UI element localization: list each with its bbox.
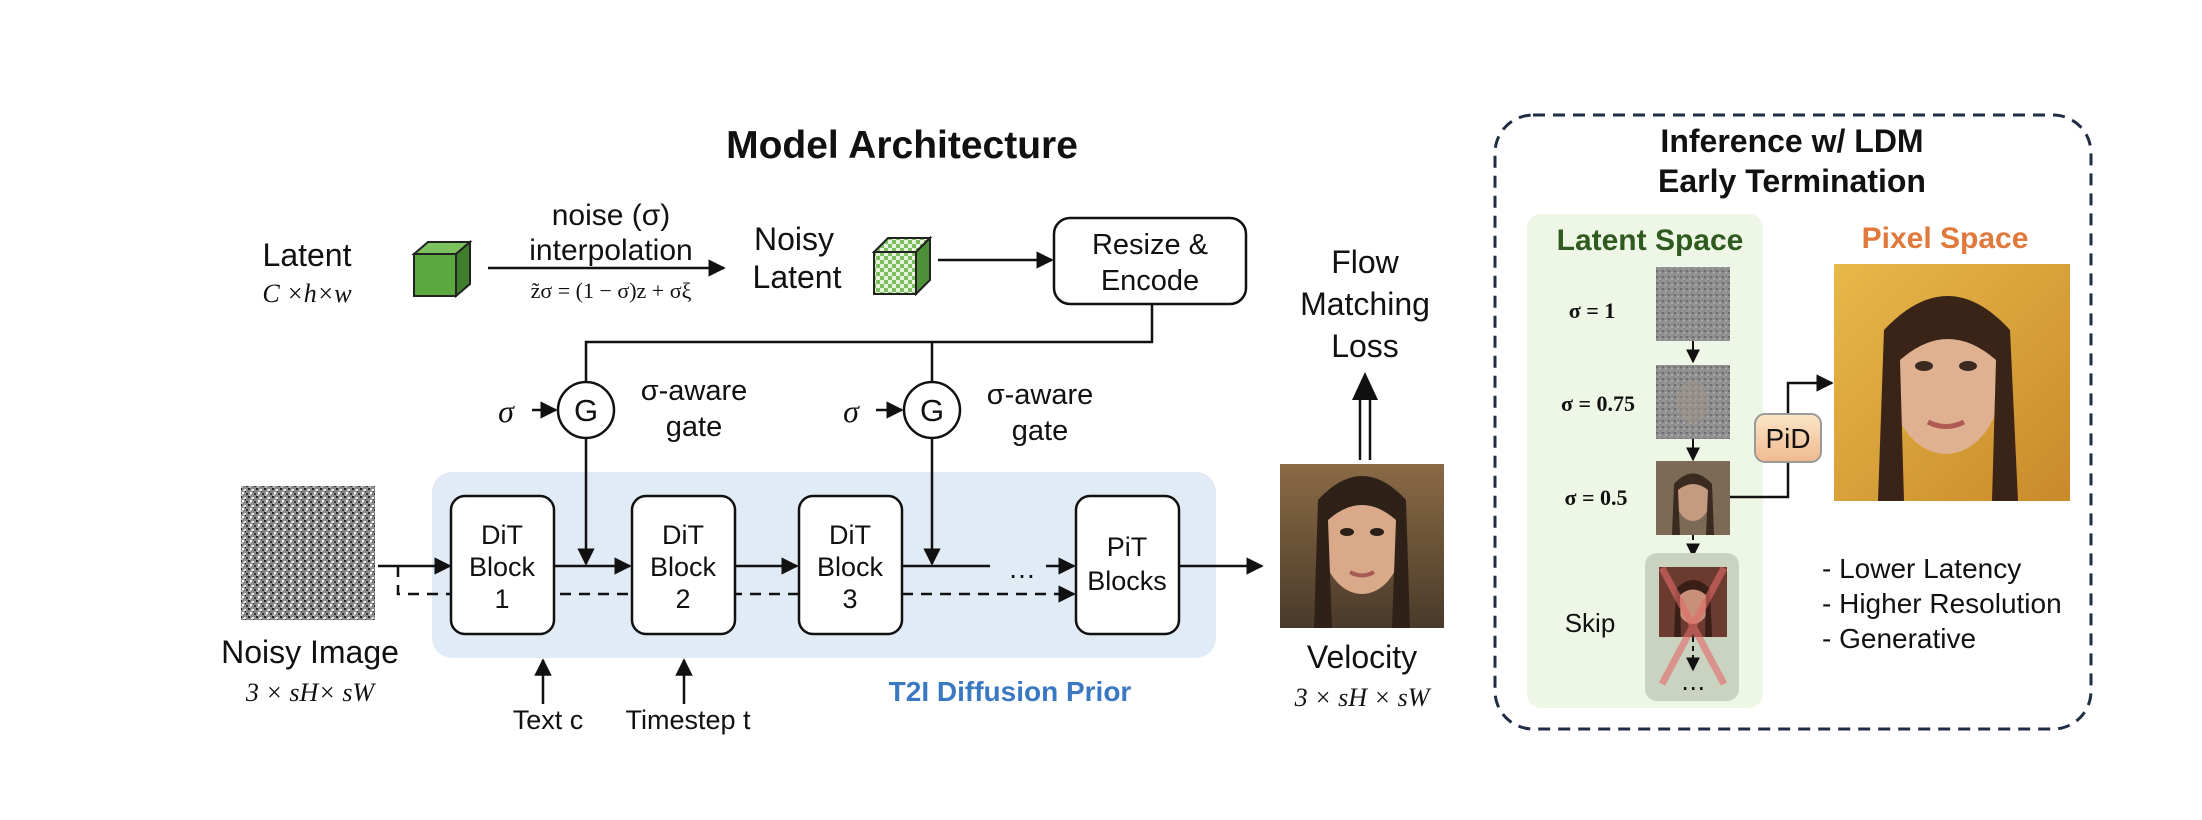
timestep-input-label: Timestep t	[625, 705, 751, 735]
skip-ellipsis: ⋯	[1681, 675, 1705, 702]
benefit-generative: - Generative	[1822, 623, 1976, 654]
noisy-latent-line1: Noisy	[754, 221, 834, 257]
latent-label: Latent	[263, 237, 352, 273]
svg-text:DiT: DiT	[662, 520, 704, 550]
latent-sigma-05-image	[1656, 461, 1730, 535]
svg-text:2: 2	[675, 584, 690, 614]
latent-sigma-1-image	[1656, 267, 1730, 341]
sigma-1-label: σ = 1	[1569, 298, 1616, 323]
flow-loss-line3: Loss	[1331, 328, 1399, 364]
noisy-latent-cube-icon	[871, 235, 933, 297]
gate1-label-line2: gate	[666, 411, 722, 443]
noise-label: noise (σ)	[552, 199, 671, 232]
gate2-symbol: G	[920, 393, 944, 428]
resize-encode-line1: Resize &	[1092, 229, 1208, 261]
noisy-image	[241, 486, 375, 620]
svg-text:Blocks: Blocks	[1087, 566, 1167, 596]
gate1-sigma: σ	[498, 393, 515, 429]
pid-box	[1754, 413, 1822, 463]
svg-text:Block: Block	[817, 552, 884, 582]
dit-block-1: DiT Block 1	[449, 494, 556, 636]
flow-loss-line2: Matching	[1300, 286, 1430, 322]
dit-block-2: DiT Block 2	[630, 494, 737, 636]
velocity-label: Velocity	[1307, 639, 1417, 675]
noisy-image-label: Noisy Image	[221, 634, 399, 670]
inference-title-line2: Early Termination	[1658, 163, 1926, 199]
interp-formula: z̃σ = (1 − σ)z + σξ	[531, 278, 692, 303]
svg-text:Block: Block	[650, 552, 717, 582]
skip-label: Skip	[1565, 608, 1616, 638]
blocks-ellipsis: …	[1008, 553, 1036, 584]
velocity-dims: 3 × sH × sW	[1294, 683, 1432, 712]
sigma-075-label: σ = 0.75	[1561, 391, 1635, 416]
pixel-space-image	[1834, 264, 2070, 501]
main-title: Model Architecture	[726, 124, 1078, 167]
latent-dims: C ×h×w	[262, 279, 352, 308]
skip-cross-icon	[1658, 566, 1728, 686]
svg-text:3: 3	[842, 584, 857, 614]
flow-loss-line1: Flow	[1331, 244, 1399, 280]
text-input-label: Text c	[513, 705, 584, 735]
latent-space-label: Latent Space	[1557, 224, 1744, 257]
svg-text:DiT: DiT	[481, 520, 523, 550]
pixel-space-label: Pixel Space	[1862, 222, 2029, 255]
svg-text:PiT: PiT	[1107, 532, 1148, 562]
benefit-higher-resolution: - Higher Resolution	[1822, 588, 2062, 619]
gate2-sigma: σ	[843, 393, 860, 429]
flow-loss-double-arrow	[1352, 372, 1378, 460]
latent-sigma-075-image	[1656, 365, 1730, 439]
encode-feed-line	[584, 304, 1154, 384]
dit-block-3: DiT Block 3	[797, 494, 904, 636]
benefit-lower-latency: - Lower Latency	[1822, 553, 2021, 584]
resize-encode-box	[1052, 216, 1248, 306]
gate2-label-line1: σ-aware	[987, 379, 1094, 411]
resize-encode-line2: Encode	[1101, 265, 1199, 297]
svg-text:1: 1	[494, 584, 509, 614]
gate1-label-line1: σ-aware	[641, 375, 748, 407]
sigma-05-label: σ = 0.5	[1564, 485, 1627, 510]
svg-text:DiT: DiT	[829, 520, 871, 550]
prior-label: T2I Diffusion Prior	[889, 676, 1132, 707]
svg-text:Block: Block	[469, 552, 536, 582]
noisy-image-dims: 3 × sH× sW	[245, 678, 377, 707]
gate2-label-line2: gate	[1012, 415, 1068, 447]
pit-blocks: PiT Blocks	[1074, 494, 1181, 636]
latent-cube-icon	[411, 239, 473, 299]
velocity-image	[1280, 464, 1444, 628]
interpolation-label: interpolation	[529, 234, 692, 267]
noisy-latent-line2: Latent	[753, 259, 842, 295]
inference-title-line1: Inference w/ LDM	[1660, 123, 1923, 159]
pid-label: PiD	[1765, 423, 1810, 454]
gate1-symbol: G	[574, 393, 598, 428]
